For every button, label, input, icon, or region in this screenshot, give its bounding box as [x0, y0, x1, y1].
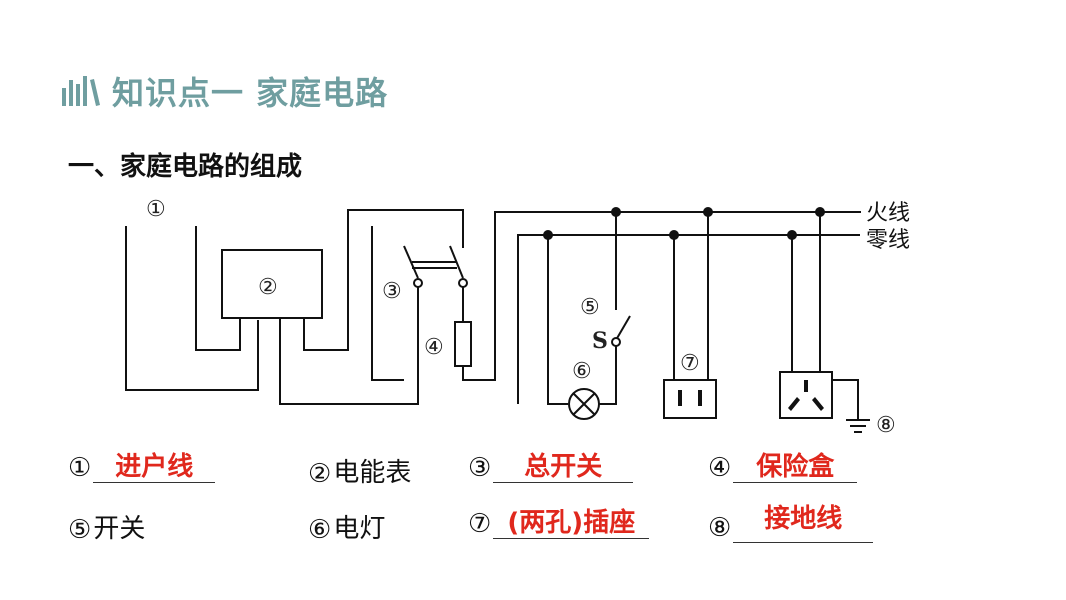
- two-hole-socket: [663, 379, 717, 419]
- electricity-meter-box: [221, 249, 323, 319]
- switch-label: S: [592, 328, 608, 354]
- marker-7: ⑦: [680, 351, 700, 376]
- answer-blank-3: 总开关: [493, 452, 634, 483]
- answer-item-7: ⑦ (两孔)插座: [468, 508, 650, 539]
- answer-item-4: ④ 保险盒: [708, 452, 858, 483]
- answer-item-2: ② 电能表: [308, 458, 412, 489]
- fire-line-label: 火线: [866, 201, 910, 226]
- neutral-line-label: 零线: [866, 228, 910, 253]
- page-header: 知识点一 家庭电路: [60, 68, 388, 114]
- answer-item-3: ③ 总开关: [468, 452, 634, 483]
- answer-blank-1: 进户线: [93, 452, 216, 483]
- marker-4: ④: [424, 335, 444, 360]
- junction-dots: [543, 207, 825, 240]
- answer-blank-8: 接地线: [733, 506, 874, 543]
- marker-2: ②: [258, 275, 278, 300]
- answer-item-1: ① 进户线: [68, 452, 216, 483]
- three-hole-socket: [779, 371, 833, 419]
- marker-8: ⑧: [876, 413, 896, 438]
- marker-3: ③: [382, 279, 402, 304]
- books-icon: [62, 76, 100, 106]
- fuse-box: [454, 321, 472, 367]
- section-subtitle: 一、家庭电路的组成: [68, 152, 303, 182]
- circuit-wires: [125, 209, 1066, 420]
- answer-item-5: ⑤ 开关: [68, 514, 146, 545]
- answer-item-6: ⑥ 电灯: [308, 514, 386, 545]
- answer-item-8: ⑧ 接地线: [708, 506, 874, 543]
- ground-symbol: [846, 419, 870, 433]
- marker-5: ⑤: [580, 295, 600, 320]
- page-title: 知识点一 家庭电路: [112, 74, 389, 112]
- answer-blank-7: (两孔)插座: [493, 508, 650, 539]
- marker-1: ①: [146, 197, 166, 222]
- marker-6: ⑥: [572, 359, 592, 384]
- answer-blank-4: 保险盒: [733, 452, 858, 483]
